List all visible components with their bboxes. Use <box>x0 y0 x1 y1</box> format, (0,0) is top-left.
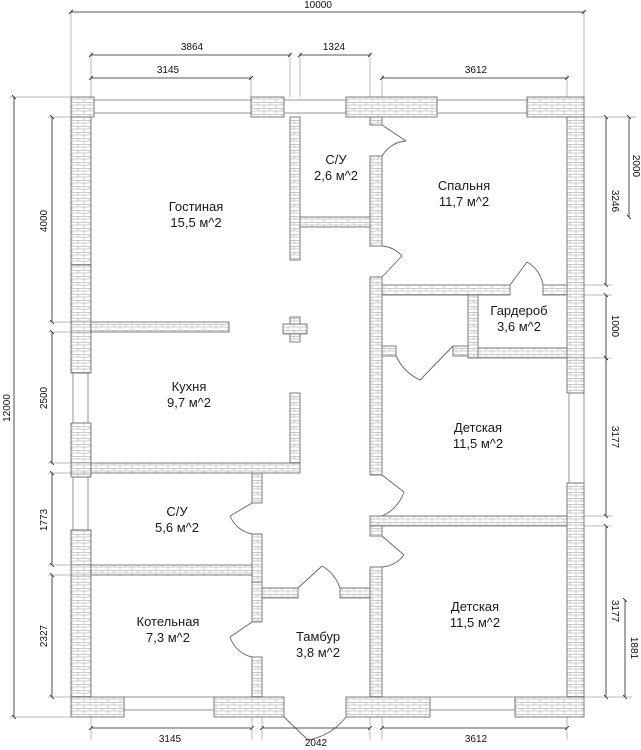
door-kids2 <box>381 535 405 568</box>
dim-top-left-a: 3864 <box>181 42 204 53</box>
window-bottom-1 <box>123 696 215 711</box>
room-bedroom-name: Спальня <box>438 178 490 193</box>
room-living-name: Гостиная <box>169 199 224 214</box>
dim-left-d: 2327 <box>39 624 50 647</box>
door-boiler <box>229 621 253 658</box>
dim-left-c: 1773 <box>39 508 50 531</box>
room-wardrobe-name: Гардероб <box>490 303 547 318</box>
door-wc2 <box>229 502 253 535</box>
interior-walls <box>90 116 568 698</box>
room-kitchen-area: 9,7 м^2 <box>167 395 211 410</box>
room-kids1-area: 11,5 м^2 <box>453 436 503 451</box>
window-top-1 <box>93 99 252 114</box>
room-boiler-name: Котельная <box>137 614 200 629</box>
dimension-lines <box>10 9 636 740</box>
dim-right-c: 3177 <box>609 426 620 449</box>
room-wc1-name: С/У <box>325 152 347 167</box>
door-wardrobe <box>509 261 544 286</box>
room-wardrobe-area: 3,6 м^2 <box>497 319 541 334</box>
room-bedroom-area: 11,7 м^2 <box>439 194 489 209</box>
room-wc1-area: 2,6 м^2 <box>314 168 358 183</box>
dim-right-b: 1000 <box>609 315 620 338</box>
dim-left-b: 2500 <box>39 386 50 409</box>
room-wc2-area: 5,6 м^2 <box>155 520 199 535</box>
door-bedroom <box>381 245 403 278</box>
room-vestibule-name: Тамбур <box>296 629 340 644</box>
doors <box>229 124 544 741</box>
room-kids2-area: 11,5 м^2 <box>450 615 500 630</box>
dim-right-e: 1881 <box>628 637 639 660</box>
dim-bottom-mid: 2042 <box>305 738 328 749</box>
room-boiler-area: 7,3 м^2 <box>146 630 190 645</box>
door-entrance <box>283 716 347 741</box>
window-left-2 <box>72 372 89 424</box>
dim-top-left-b: 3145 <box>157 65 180 76</box>
room-living-area: 15,5 м^2 <box>170 215 221 230</box>
room-kids1-name: Детская <box>454 420 502 435</box>
room-wc2-name: С/У <box>166 504 188 519</box>
door-vestibule-inner <box>297 565 341 589</box>
door-wc1 <box>381 124 407 157</box>
room-kids2-name: Детская <box>451 599 499 614</box>
dim-right-a2: 2000 <box>630 155 641 178</box>
dim-right-a: 3246 <box>609 190 620 213</box>
door-kids1 <box>381 474 405 517</box>
dim-left-total: 12000 <box>2 394 13 422</box>
dim-right-d: 3177 <box>609 600 620 623</box>
room-kitchen-name: Кухня <box>172 379 207 394</box>
window-top-3 <box>436 99 528 114</box>
window-right-1 <box>568 392 585 484</box>
dim-bottom-left: 3145 <box>159 734 182 745</box>
room-vestibule-area: 3,8 м^2 <box>296 645 340 660</box>
dim-top-right: 3612 <box>465 65 488 76</box>
room-labels: Гостиная 15,5 м^2 С/У 2,6 м^2 Спальня 11… <box>137 152 548 660</box>
dim-bottom-right: 3612 <box>465 734 488 745</box>
exterior-walls <box>70 96 585 718</box>
door-wardrobe-2 <box>395 345 454 381</box>
window-left-3 <box>72 476 89 531</box>
window-top-2 <box>283 99 347 114</box>
dim-top-total: 10000 <box>304 0 332 11</box>
window-bottom-2 <box>429 696 516 711</box>
dim-top-mid: 1324 <box>323 42 346 53</box>
dim-left-a: 4000 <box>39 209 50 232</box>
